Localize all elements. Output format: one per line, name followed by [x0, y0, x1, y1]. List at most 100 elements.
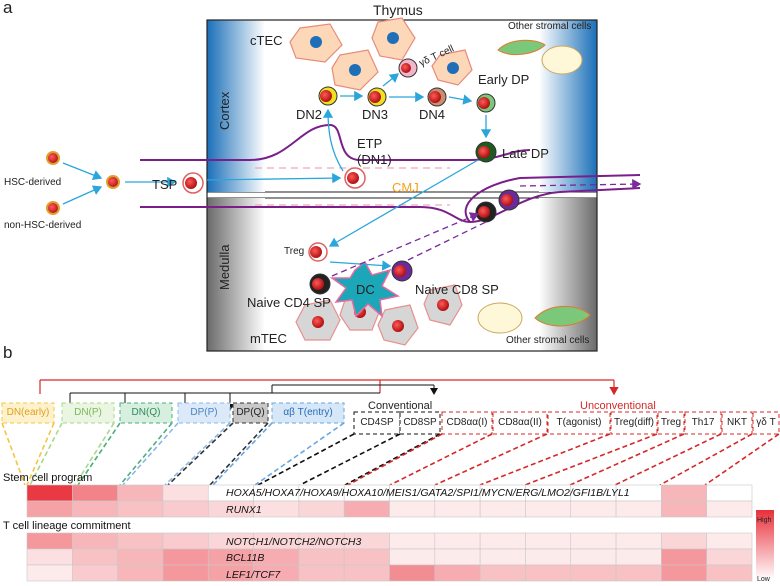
heatmap-cell: [117, 484, 164, 502]
heatmap-cell: [570, 532, 617, 550]
heatmap-cell: [615, 500, 662, 518]
legend-low: Low: [757, 576, 770, 583]
stage-dp-q: DP(Q): [236, 407, 265, 418]
heatmap-cell: [525, 548, 572, 566]
heatmap-cell: [706, 548, 753, 566]
lineage-tree: [39, 379, 619, 411]
heatmap-cell: [479, 548, 526, 566]
dc-label: DC: [356, 282, 375, 297]
heatmap-cell: [479, 500, 526, 518]
conventional-label: Conventional: [368, 400, 433, 412]
stage-t-agonist: T(agonist): [556, 417, 602, 428]
unconventional-label: Unconventional: [580, 400, 656, 412]
heatmap-cell: [661, 500, 707, 518]
heatmap-cell: [434, 500, 481, 518]
stage-treg-diff: Treg(diff): [613, 417, 654, 428]
late-dp-label: Late DP: [502, 146, 549, 161]
heatmap-cell: [525, 564, 572, 582]
heatmap-cell: [162, 564, 209, 582]
etp-label: ETP: [357, 136, 383, 151]
stage-cd8sp: CD8SP: [403, 417, 437, 428]
stage-cd8aa-i: CD8αα(I): [446, 417, 488, 428]
heatmap-cell: [26, 548, 73, 566]
heatmap-cell: [389, 532, 436, 550]
heatmap-cell: [72, 500, 118, 518]
heatmap-cell: [525, 500, 572, 518]
ctec-cells: [289, 17, 473, 91]
stage-dn-q: DN(Q): [131, 407, 161, 418]
heatmap-cell: [72, 548, 118, 566]
heatmap-cell: [298, 564, 345, 582]
heatmap-cell: [162, 500, 209, 518]
fan-lines: [1, 422, 780, 486]
egress-arrows: [331, 178, 642, 277]
early-dp-label: Early DP: [478, 72, 530, 87]
heatmap-cell: [389, 548, 436, 566]
gene-bcl11b: BCL11B: [226, 552, 265, 564]
dendritic-cell: [329, 260, 400, 318]
heatmap-cell: [26, 564, 73, 582]
gene-lef1: LEF1/TCF7: [226, 569, 281, 581]
stromal-bottom: [477, 302, 591, 334]
heatmap-cell: [661, 564, 707, 582]
heatmap-cell: [343, 548, 390, 566]
non-hsc-derived-label: non-HSC-derived: [4, 220, 82, 231]
ctec-label: cTEC: [250, 33, 283, 48]
stage-treg: Treg: [660, 417, 682, 428]
heatmap-cell: [434, 532, 481, 550]
stem-cell-section: Stem cell program: [3, 472, 93, 484]
cmj-label: CMJ: [392, 180, 419, 195]
thymus-title: Thymus: [373, 2, 423, 18]
heatmap-cell: [570, 548, 617, 566]
stage-gd-t: γδ T: [756, 417, 776, 428]
heatmap-cell: [389, 500, 436, 518]
stage-nkt: NKT: [727, 417, 747, 428]
heatmap-cell: [162, 548, 209, 566]
cortex-label: Cortex: [217, 91, 232, 130]
heatmap-cell: [570, 500, 617, 518]
heat-legend-bar: [756, 510, 774, 580]
heatmap-cell: [661, 532, 707, 550]
dn4-label: DN4: [419, 107, 446, 122]
heatmap-cell: [615, 532, 662, 550]
heatmap-cell: [706, 484, 753, 502]
tsp-label: TSP: [152, 177, 178, 192]
stage-dp-p: DP(P): [190, 407, 218, 418]
development-arrows: [62, 73, 492, 271]
gene-hox: HOXA5/HOXA7/HOXA9/HOXA10/MEIS1/GATA2/SPI…: [226, 487, 630, 499]
naive-cd4-label: Naive CD4 SP: [247, 295, 331, 310]
hsc-derived-label: HSC-derived: [4, 177, 62, 188]
panel-a-letter: a: [3, 0, 13, 17]
medulla-label: Medulla: [217, 244, 232, 290]
heatmap-cell: [615, 548, 662, 566]
gene-runx1: RUNX1: [226, 504, 262, 516]
stromal-top-label: Other stromal cells: [508, 21, 592, 32]
heatmap-cell: [389, 564, 436, 582]
stage-dn-early: DN(early): [6, 407, 50, 418]
heatmap-cell: [343, 564, 390, 582]
heatmap-cell: [117, 564, 164, 582]
gene-notch: NOTCH1/NOTCH2/NOTCH3: [226, 536, 362, 548]
panel-b-letter: b: [3, 343, 13, 362]
heatmap-cell: [72, 564, 118, 582]
heatmap-cell: [298, 500, 345, 518]
heatmap-cell: [706, 500, 753, 518]
stage-dn-p: DN(P): [74, 407, 102, 418]
stromal-bottom-label: Other stromal cells: [506, 335, 590, 346]
heatmap-cell: [615, 564, 662, 582]
thymocytes: [46, 58, 520, 295]
heatmap-cell: [26, 532, 73, 550]
stage-ab-entry: αβ T(entry): [283, 407, 333, 418]
heatmap-cell: [570, 564, 617, 582]
stromal-top: [497, 39, 583, 75]
heatmap-cell: [72, 484, 118, 502]
dn2-label: DN2: [296, 107, 323, 122]
heatmap-cell: [26, 500, 73, 518]
heatmap-cell: [162, 532, 209, 550]
heatmap-cell: [661, 548, 707, 566]
dn1-label: (DN1): [357, 152, 392, 167]
heatmap-cell: [117, 500, 164, 518]
heatmap-cell: [343, 500, 390, 518]
heatmap-cell: [706, 564, 753, 582]
mtec-label: mTEC: [250, 331, 287, 346]
